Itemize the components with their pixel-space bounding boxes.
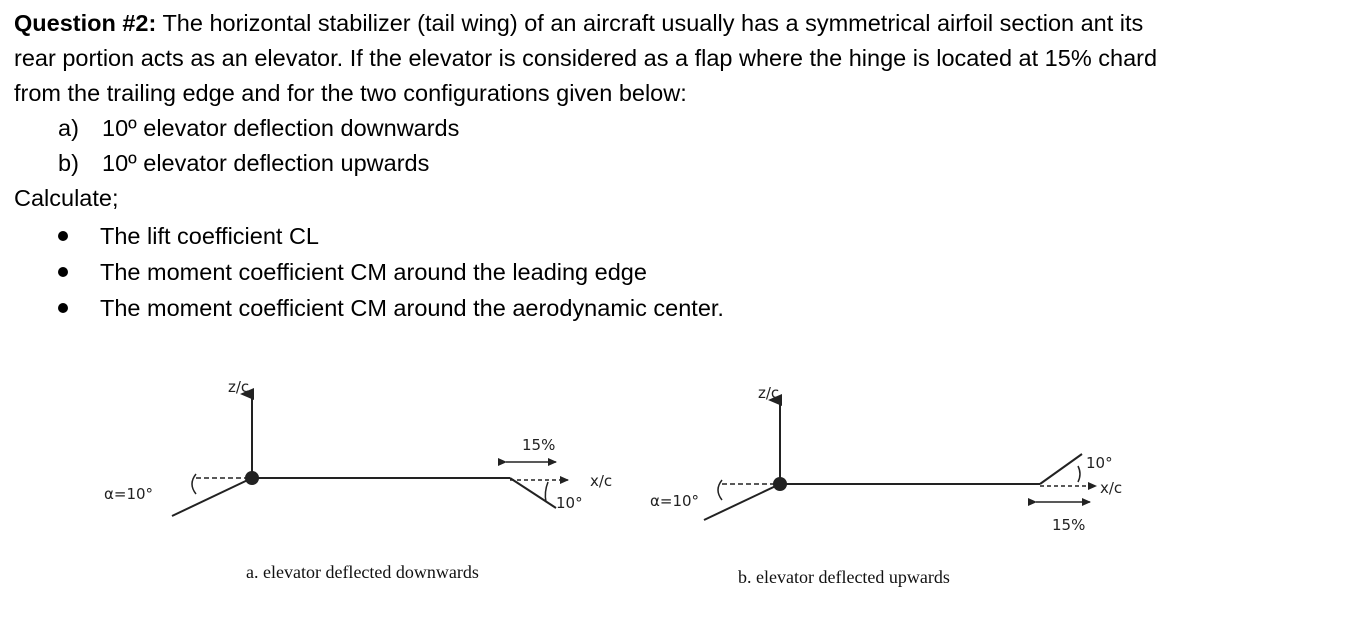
question-label: Question #2: bbox=[14, 10, 157, 36]
elevator-diagrams: z/c α=10° 15% 10° x/c a. elevator deflec… bbox=[104, 378, 1122, 587]
angle-label-a: 10° bbox=[556, 494, 583, 512]
task-text: The moment coefficient CM around the lea… bbox=[100, 258, 647, 285]
config-item-b: b) 10º elevator deflection upwards bbox=[14, 146, 1334, 181]
z-axis-label-b: z/c bbox=[758, 384, 779, 402]
diagram-b: z/c α=10° 10° x/c 15% b. elevator deflec… bbox=[650, 384, 1122, 587]
config-marker-a: a) bbox=[58, 115, 79, 141]
leading-edge-line-a bbox=[171, 477, 253, 517]
bullet-icon bbox=[58, 303, 68, 313]
task-item: The moment coefficient CM around the aer… bbox=[14, 290, 1334, 326]
config-marker-b: b) bbox=[58, 150, 79, 176]
z-axis-label-a: z/c bbox=[228, 378, 249, 396]
task-text: The moment coefficient CM around the aer… bbox=[100, 294, 724, 321]
alpha-arc-b bbox=[717, 479, 723, 501]
x-axis-label-b: x/c bbox=[1100, 479, 1122, 497]
task-item: The moment coefficient CM around the lea… bbox=[14, 254, 1334, 290]
alpha-label-a: α=10° bbox=[104, 485, 153, 503]
config-text-a: 10º elevator deflection downwards bbox=[102, 115, 460, 141]
caption-a: a. elevator deflected downwards bbox=[246, 562, 479, 582]
elevator-a bbox=[509, 477, 557, 509]
percent-label-a: 15% bbox=[522, 436, 555, 454]
calculate-label: Calculate; bbox=[14, 185, 119, 211]
config-item-a: a) 10º elevator deflection downwards bbox=[14, 111, 1334, 146]
elevator-b bbox=[1039, 453, 1083, 485]
figure-area: z/c α=10° 15% 10° x/c a. elevator deflec… bbox=[0, 370, 1346, 610]
task-text: The lift coefficient CL bbox=[100, 222, 320, 249]
question-line-2: rear portion acts as an elevator. If the… bbox=[14, 45, 1158, 71]
angle-label-b: 10° bbox=[1086, 454, 1113, 472]
hinge-point-icon bbox=[773, 477, 787, 491]
question-line-3: from the trailing edge and for the two c… bbox=[14, 80, 687, 106]
hinge-point-icon bbox=[245, 471, 259, 485]
alpha-label-b: α=10° bbox=[650, 492, 699, 510]
elevator-arc-a bbox=[544, 481, 549, 503]
question-line-1: Question #2: The horizontal stabilizer (… bbox=[14, 6, 1334, 41]
elevator-arc-b bbox=[1077, 465, 1081, 483]
leading-edge-line-b bbox=[703, 483, 781, 521]
task-item: The lift coefficient CL bbox=[14, 218, 1334, 254]
config-text-b: 10º elevator deflection upwards bbox=[102, 150, 430, 176]
alpha-arc-a bbox=[191, 473, 197, 495]
percent-label-b: 15% bbox=[1052, 516, 1085, 534]
diagram-a: z/c α=10° 15% 10° x/c a. elevator deflec… bbox=[104, 378, 612, 582]
question-line-1-text: The horizontal stabilizer (tail wing) of… bbox=[156, 10, 1144, 36]
task-list: The lift coefficient CL The moment coeff… bbox=[14, 218, 1334, 326]
caption-b: b. elevator deflected upwards bbox=[738, 567, 950, 587]
x-axis-label-a: x/c bbox=[590, 472, 612, 490]
bullet-icon bbox=[58, 231, 68, 241]
bullet-icon bbox=[58, 267, 68, 277]
question-text-block: Question #2: The horizontal stabilizer (… bbox=[14, 6, 1334, 326]
